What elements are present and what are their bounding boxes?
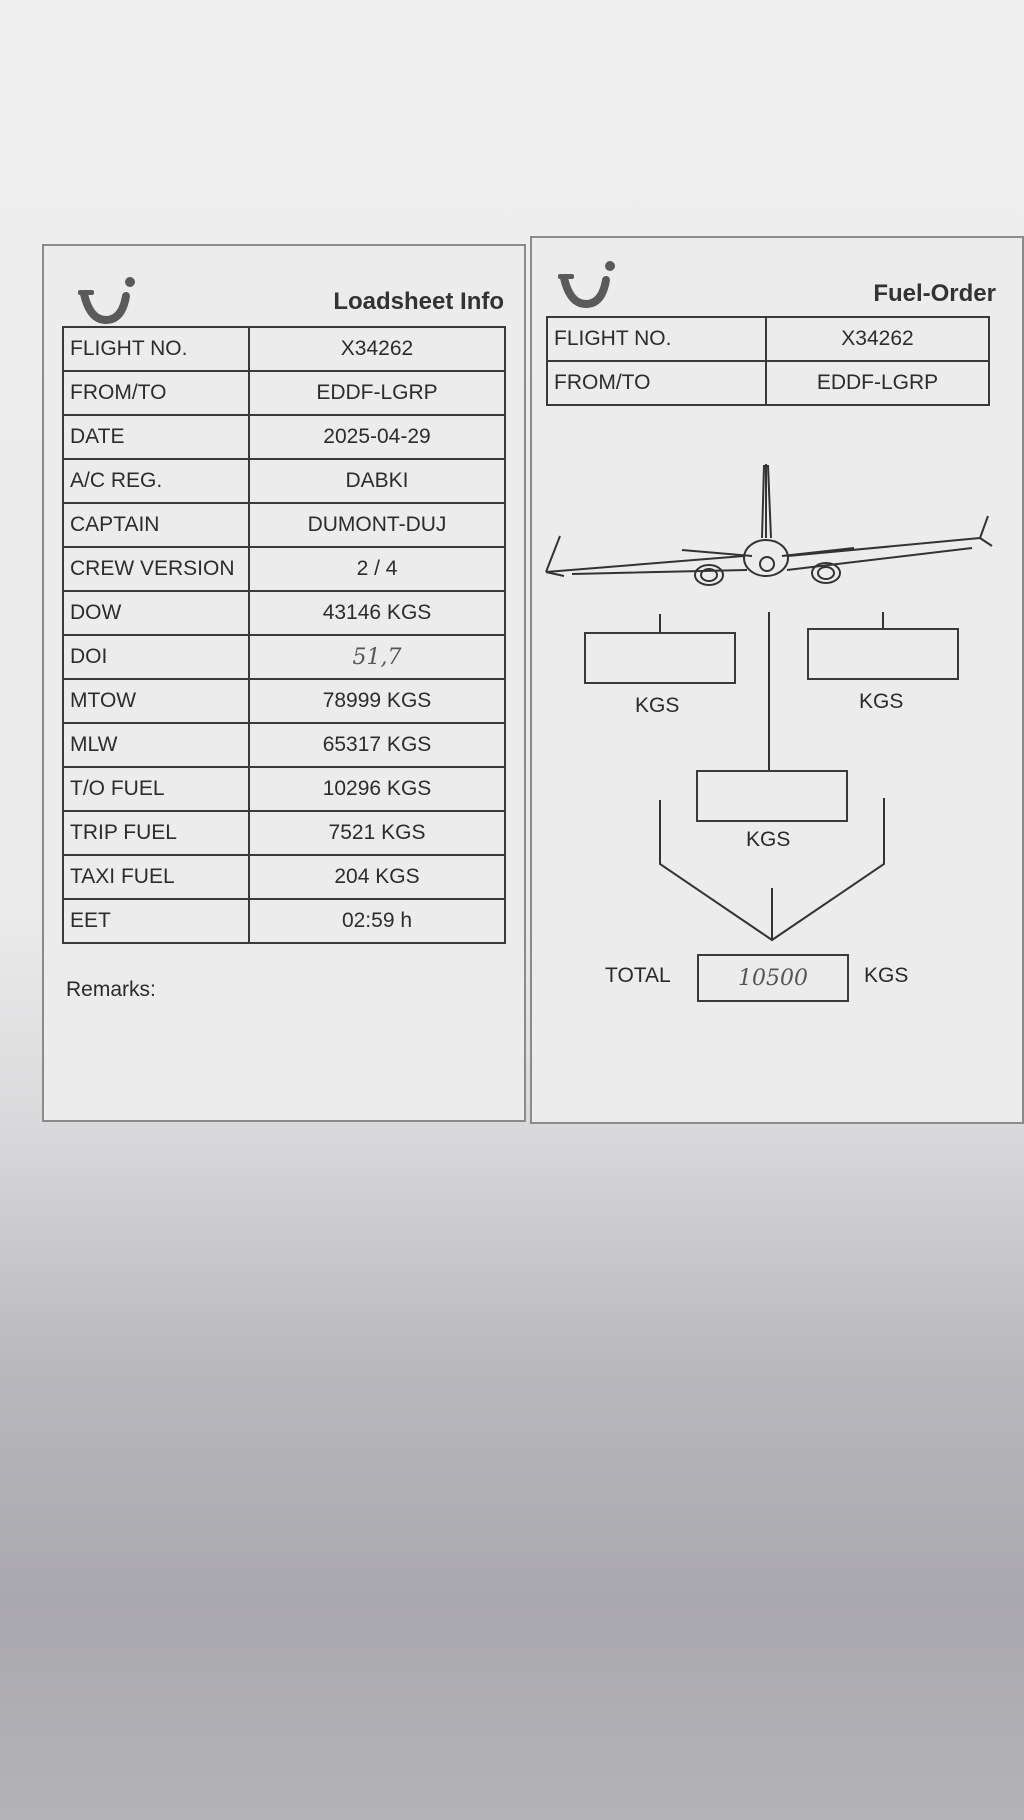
right-tank-unit: KGS	[859, 690, 904, 713]
row-label: DOI	[62, 634, 250, 680]
table-row: FLIGHT NO.X34262	[62, 326, 506, 372]
row-value: 65317 KGS	[248, 722, 506, 768]
row-label: TAXI FUEL	[62, 854, 250, 900]
row-value: X34262	[765, 316, 990, 362]
fuel-flow-lines	[659, 612, 885, 942]
row-value: EDDF-LGRP	[765, 360, 990, 406]
row-value: 78999 KGS	[248, 678, 506, 724]
row-label: DATE	[62, 414, 250, 460]
left-tank-unit: KGS	[635, 694, 680, 717]
row-value: 204 KGS	[248, 854, 506, 900]
row-label: TRIP FUEL	[62, 810, 250, 856]
loadsheet-title: Loadsheet Info	[333, 288, 504, 315]
right-tank-input[interactable]	[807, 628, 959, 680]
row-value: 2025-04-29	[248, 414, 506, 460]
row-label: FROM/TO	[546, 360, 767, 406]
fuel-order-title: Fuel-Order	[873, 280, 996, 307]
row-label: EET	[62, 898, 250, 944]
row-label: MTOW	[62, 678, 250, 724]
row-value: 7521 KGS	[248, 810, 506, 856]
row-value: 43146 KGS	[248, 590, 506, 636]
total-unit: KGS	[864, 964, 909, 987]
row-value: 2 / 4	[248, 546, 506, 592]
fuel-diagram	[545, 464, 993, 942]
airplane-icon	[545, 464, 993, 586]
row-label: MLW	[62, 722, 250, 768]
table-row: FLIGHT NO. X34262	[546, 316, 990, 362]
row-label: CAPTAIN	[62, 502, 250, 548]
fuel-order-card: Fuel-Order FLIGHT NO. X34262 FROM/TO EDD…	[530, 236, 1024, 1124]
row-label: FROM/TO	[62, 370, 250, 416]
center-tank-unit: KGS	[746, 828, 791, 851]
row-label: DOW	[62, 590, 250, 636]
remarks-label: Remarks:	[66, 978, 156, 1001]
row-value: DABKI	[248, 458, 506, 504]
row-label: CREW VERSION	[62, 546, 250, 592]
table-row: FROM/TO EDDF-LGRP	[546, 360, 990, 406]
handwritten-value: 51,7	[352, 644, 402, 670]
tui-logo	[78, 277, 135, 325]
center-tank-input[interactable]	[696, 770, 848, 822]
total-input[interactable]: 10500	[697, 954, 849, 1002]
left-tank-input[interactable]	[584, 632, 736, 684]
total-label: TOTAL	[605, 964, 671, 987]
tui-logo	[558, 261, 615, 309]
row-label: A/C REG.	[62, 458, 250, 504]
row-label: FLIGHT NO.	[546, 316, 767, 362]
row-label: FLIGHT NO.	[62, 326, 250, 372]
row-label: T/O FUEL	[62, 766, 250, 812]
row-value: DUMONT-DUJ	[248, 502, 506, 548]
row-value: X34262	[248, 326, 506, 372]
fuel-order-table: FLIGHT NO. X34262 FROM/TO EDDF-LGRP	[546, 316, 990, 406]
row-value: 02:59 h	[248, 898, 506, 944]
row-value: EDDF-LGRP	[248, 370, 506, 416]
table-row: DOI 51,7	[62, 634, 506, 680]
total-value: 10500	[738, 965, 808, 991]
row-value: 51,7	[248, 634, 506, 680]
row-value: 10296 KGS	[248, 766, 506, 812]
table-row: A/C REG.DABKI	[62, 458, 506, 504]
